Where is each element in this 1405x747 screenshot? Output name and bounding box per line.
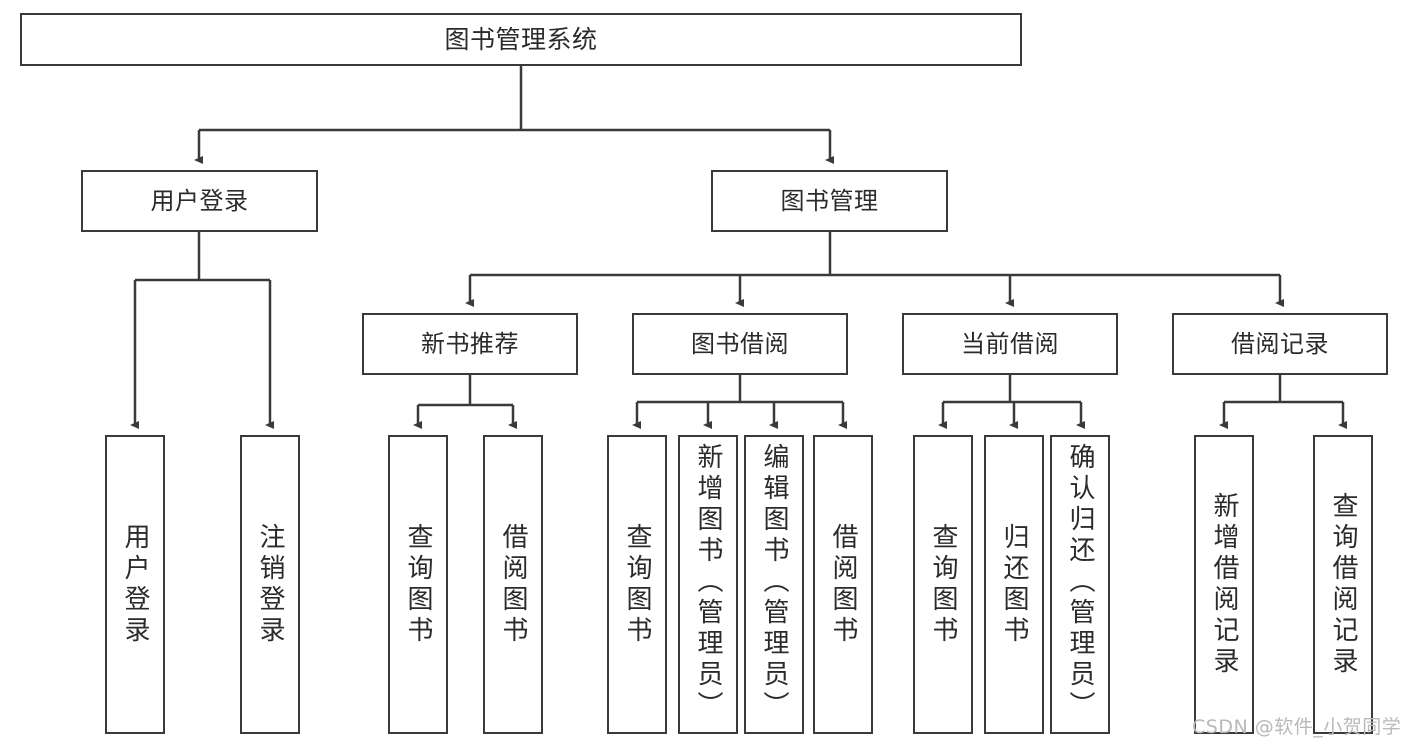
leaf-borrow-book[interactable]: 借阅图书	[813, 435, 873, 734]
node-label: 新书推荐	[421, 329, 519, 358]
leaf-confirm-return-admin[interactable]: 确认归还（管理员）	[1050, 435, 1110, 734]
watermark: CSDN @软件_小贺同学	[1192, 716, 1402, 738]
leaf-label: 用户登录	[120, 522, 150, 647]
leaf-label: 编辑图书（管理员）	[759, 443, 789, 722]
node-current-borrow[interactable]: 当前借阅	[902, 313, 1118, 375]
node-book-management[interactable]: 图书管理	[711, 170, 948, 232]
leaf-label: 注销登录	[255, 522, 285, 647]
node-borrow-record[interactable]: 借阅记录	[1172, 313, 1388, 375]
node-user-login[interactable]: 用户登录	[81, 170, 318, 232]
leaf-label: 借阅图书	[828, 522, 858, 647]
leaf-borrow-book-recommend[interactable]: 借阅图书	[483, 435, 543, 734]
leaf-query-book-current[interactable]: 查询图书	[913, 435, 973, 734]
leaf-add-book-admin[interactable]: 新增图书（管理员）	[678, 435, 738, 734]
leaf-label: 新增借阅记录	[1209, 491, 1239, 678]
leaf-label: 借阅图书	[498, 522, 528, 647]
leaf-edit-book-admin[interactable]: 编辑图书（管理员）	[744, 435, 804, 734]
node-label: 用户登录	[150, 186, 249, 215]
leaf-label: 归还图书	[999, 522, 1029, 647]
node-label: 借阅记录	[1231, 329, 1329, 358]
leaf-user-login[interactable]: 用户登录	[105, 435, 165, 734]
node-label: 图书借阅	[691, 329, 789, 358]
leaf-label: 查询图书	[928, 522, 958, 647]
leaf-query-borrow-record[interactable]: 查询借阅记录	[1313, 435, 1373, 734]
leaf-logout[interactable]: 注销登录	[240, 435, 300, 734]
leaf-return-book[interactable]: 归还图书	[984, 435, 1044, 734]
leaf-label: 查询借阅记录	[1328, 491, 1358, 678]
node-label: 当前借阅	[961, 329, 1059, 358]
leaf-label: 查询图书	[403, 522, 433, 647]
node-root[interactable]: 图书管理系统	[20, 13, 1022, 66]
leaf-query-book-recommend[interactable]: 查询图书	[388, 435, 448, 734]
leaf-label: 确认归还（管理员）	[1065, 443, 1095, 722]
leaf-query-book-borrow[interactable]: 查询图书	[607, 435, 667, 734]
node-new-book-recommend[interactable]: 新书推荐	[362, 313, 578, 375]
node-label: 图书管理	[780, 186, 879, 215]
node-label: 图书管理系统	[444, 24, 598, 54]
leaf-label: 查询图书	[622, 522, 652, 647]
node-book-borrow[interactable]: 图书借阅	[632, 313, 848, 375]
leaf-add-borrow-record[interactable]: 新增借阅记录	[1194, 435, 1254, 734]
leaf-label: 新增图书（管理员）	[693, 443, 723, 722]
